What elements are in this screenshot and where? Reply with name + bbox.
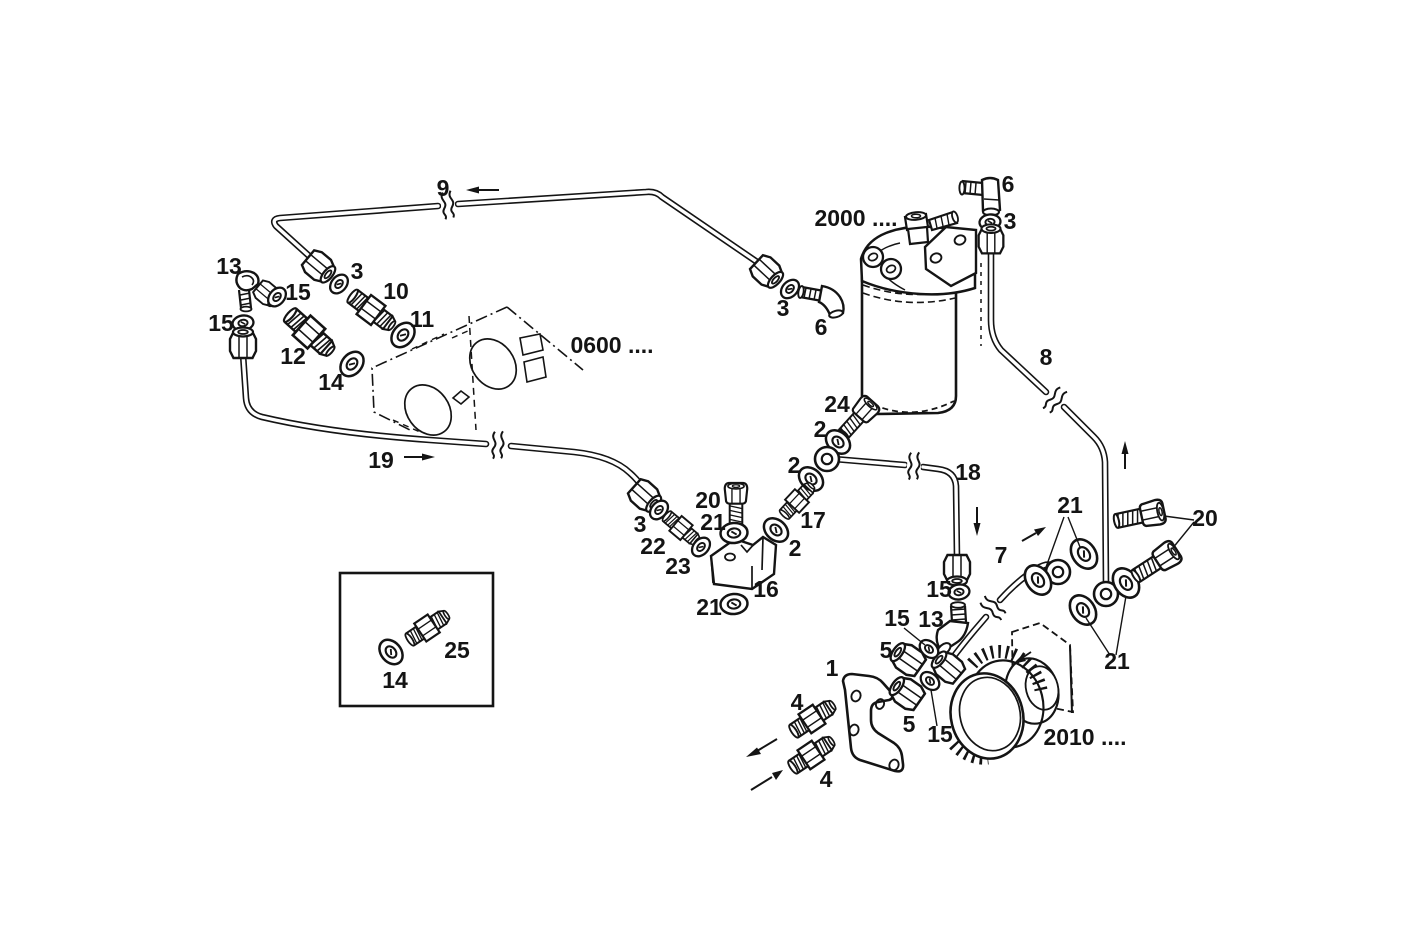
nut-pipe8-top	[977, 223, 1005, 255]
flow-arrow-pump-icon	[1013, 651, 1032, 664]
flow-arrow-in-icon	[750, 770, 783, 791]
flow-arrow-left-icon	[466, 186, 499, 194]
callout-3-mid: 3	[777, 295, 790, 321]
callout-9: 9	[437, 175, 450, 201]
callout-3-left: 3	[351, 258, 364, 284]
callout-1: 1	[826, 655, 839, 681]
callout-7: 7	[995, 542, 1008, 568]
ref-engine-block: 0600 ....	[570, 332, 653, 358]
seal-21-lower	[718, 591, 750, 617]
elbow-fitting-6-lower	[797, 284, 845, 319]
callout-8: 8	[1040, 344, 1053, 370]
callout-15-pump-a: 15	[884, 605, 910, 631]
callout-15-left-upper: 15	[285, 279, 311, 305]
seal-21-c	[1064, 532, 1104, 576]
pipe-9	[270, 188, 767, 270]
flow-arrow-out-icon	[746, 738, 778, 757]
banjo-bolt-20-a	[1110, 497, 1168, 535]
callout-20-right: 20	[1192, 505, 1218, 531]
fuel-pump	[949, 622, 1074, 765]
pipe-8	[980, 246, 1110, 589]
callout-5-b: 5	[903, 711, 916, 737]
callout-10: 10	[383, 278, 409, 304]
callout-14: 14	[318, 369, 344, 395]
mounting-bracket	[841, 672, 905, 773]
callout-21-right-bottom: 21	[1104, 648, 1130, 674]
banjo-eye-pipe18	[813, 445, 841, 473]
callout-21-a: 21	[700, 509, 726, 535]
callout-5-a: 5	[880, 637, 893, 663]
flow-arrow-diagonal-icon	[1021, 527, 1046, 542]
callout-4-a: 4	[791, 689, 804, 715]
callout-14-inset: 14	[382, 667, 408, 693]
callout-2-a: 2	[814, 416, 827, 442]
pipe-18	[830, 449, 961, 562]
callout-6-top: 6	[1002, 171, 1015, 197]
callout-3-pipe19: 3	[634, 511, 647, 537]
callout-21-b: 21	[696, 594, 722, 620]
ref-fuel-filter: 2000 ....	[814, 205, 897, 231]
callout-22: 22	[640, 533, 666, 559]
callout-4-b: 4	[820, 766, 833, 792]
flow-arrow-right-icon	[404, 453, 435, 461]
callout-21-right-top: 21	[1057, 492, 1083, 518]
flow-arrow-down-icon	[973, 507, 981, 536]
callout-15-left-lower: 15	[208, 310, 234, 336]
callout-2-c: 2	[789, 535, 802, 561]
callout-19: 19	[368, 447, 394, 473]
callout-25: 25	[444, 637, 470, 663]
engine-block-sketch	[371, 306, 584, 436]
leader-lines	[903, 515, 1195, 727]
callout-20-center: 20	[695, 487, 721, 513]
callout-13-pump: 13	[918, 606, 944, 632]
callout-13-left: 13	[216, 253, 242, 279]
callout-11: 11	[410, 306, 435, 332]
callout-18: 18	[955, 459, 981, 485]
fuel-filter	[859, 210, 978, 416]
callout-15-pipe18: 15	[926, 576, 952, 602]
callout-24: 24	[824, 391, 850, 417]
callout-3-top: 3	[1004, 208, 1017, 234]
callout-2-b: 2	[788, 452, 801, 478]
callout-15-pump-b: 15	[927, 721, 953, 747]
callout-17: 17	[800, 507, 826, 533]
inset-box	[338, 571, 495, 708]
pipe-19	[239, 350, 647, 493]
callout-16: 16	[753, 576, 779, 602]
callout-23: 23	[665, 553, 691, 579]
elbow-fitting-6-upper	[958, 176, 1002, 217]
callout-6-mid: 6	[815, 314, 828, 340]
callout-12: 12	[280, 343, 306, 369]
elbow-fitting-13	[235, 270, 260, 313]
flow-arrow-up-icon	[1121, 441, 1129, 469]
ref-fuel-pump: 2010 ....	[1043, 724, 1126, 750]
banjo-nut-pipe19	[228, 326, 258, 360]
